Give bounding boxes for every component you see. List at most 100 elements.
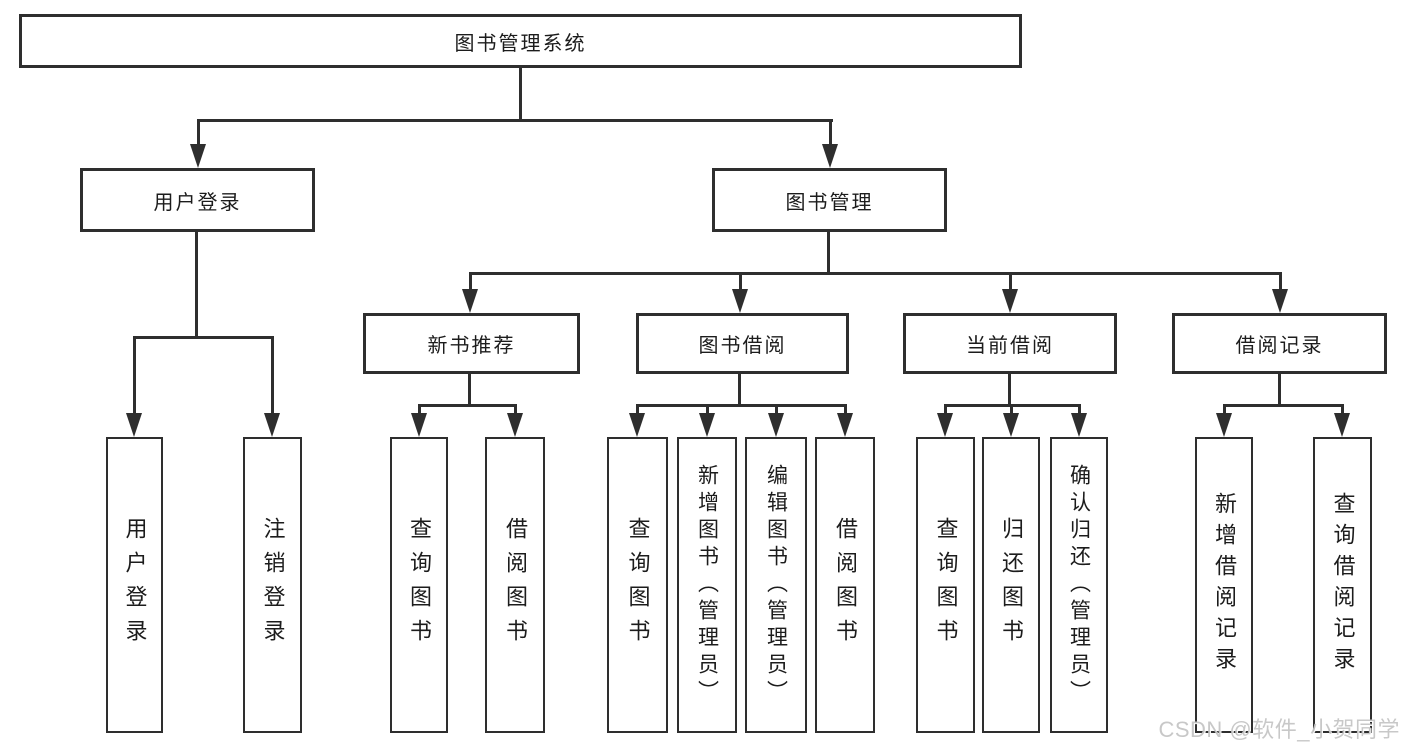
- arrow-head: [126, 413, 142, 437]
- connector-line: [194, 232, 198, 338]
- connector-arrow: [1002, 274, 1018, 313]
- connector-arrow: [937, 406, 953, 437]
- leaf-query-borrow-record: 查询借阅记录: [1313, 437, 1372, 733]
- connector-arrow: [1334, 406, 1350, 437]
- connector-arrow: [126, 338, 142, 437]
- leaf-newbook-borrow-label: 借阅图书: [503, 517, 528, 653]
- connector-arrow: [1272, 274, 1288, 313]
- arrow-head: [1216, 413, 1232, 437]
- arrow-head: [264, 413, 280, 437]
- node-borrow-record: 借阅记录: [1172, 313, 1387, 374]
- leaf-current-query: 查询图书: [916, 437, 975, 733]
- arrow-shaft: [468, 274, 472, 291]
- leaf-user-login-label: 用户登录: [122, 517, 148, 653]
- node-root-label: 图书管理系统: [454, 32, 587, 55]
- arrow-head: [462, 289, 478, 313]
- arrow-head: [937, 413, 953, 437]
- connector-arrow: [1003, 406, 1019, 437]
- node-current-borrow: 当前借阅: [903, 313, 1117, 374]
- node-new-book-recommend-label: 新书推荐: [427, 335, 516, 357]
- arrow-head: [1002, 289, 1018, 313]
- connector-line: [1277, 374, 1281, 406]
- connector-arrow: [1216, 406, 1232, 437]
- arrow-shaft: [196, 120, 200, 146]
- leaf-return-book: 归还图书: [982, 437, 1040, 733]
- arrow-head: [1272, 289, 1288, 313]
- leaf-confirm-return-admin: 确认归还（管理员）: [1050, 437, 1108, 733]
- leaf-return-book-label: 归还图书: [999, 517, 1024, 653]
- arrow-shaft: [1222, 406, 1226, 415]
- arrow-shaft: [943, 406, 947, 415]
- connector-line: [1223, 404, 1344, 407]
- connector-arrow: [190, 120, 206, 168]
- arrow-head: [822, 144, 838, 168]
- connector-arrow: [822, 120, 838, 168]
- leaf-confirm-return-admin-label: 确认归还（管理员）: [1067, 463, 1091, 707]
- node-user-login-label: 用户登录: [153, 191, 242, 214]
- leaf-query-borrow-record-label: 查询借阅记录: [1330, 492, 1356, 678]
- leaf-add-borrow-record-label: 新增借阅记录: [1212, 492, 1237, 678]
- arrow-shaft: [1340, 406, 1344, 415]
- connector-line: [467, 374, 471, 406]
- arrow-shaft: [1009, 406, 1013, 415]
- arrow-head: [507, 413, 523, 437]
- connector-line: [826, 232, 830, 274]
- leaf-borrow-book-label: 借阅图书: [833, 517, 858, 653]
- leaf-add-book-admin: 新增图书（管理员）: [677, 437, 737, 733]
- node-book-management: 图书管理: [712, 168, 947, 232]
- arrow-head: [1071, 413, 1087, 437]
- connector-arrow: [462, 274, 478, 313]
- connector-line: [469, 272, 1282, 275]
- arrow-head: [411, 413, 427, 437]
- connector-arrow: [411, 406, 427, 437]
- leaf-newbook-query: 查询图书: [390, 437, 448, 733]
- arrow-shaft: [132, 338, 136, 415]
- leaf-borrow-book: 借阅图书: [815, 437, 875, 733]
- leaf-add-borrow-record: 新增借阅记录: [1195, 437, 1253, 733]
- connector-line: [1007, 374, 1011, 406]
- node-current-borrow-label: 当前借阅: [966, 335, 1054, 357]
- connector-arrow: [629, 406, 645, 437]
- arrow-shaft: [417, 406, 421, 415]
- arrow-head: [629, 413, 645, 437]
- arrow-shaft: [828, 120, 832, 146]
- leaf-edit-book-admin-label: 编辑图书（管理员）: [764, 463, 788, 707]
- arrow-shaft: [774, 406, 778, 415]
- arrow-head: [732, 289, 748, 313]
- connector-line: [518, 68, 522, 120]
- node-root: 图书管理系统: [19, 14, 1022, 68]
- connector-arrow: [699, 406, 715, 437]
- arrow-shaft: [705, 406, 709, 415]
- arrow-shaft: [738, 274, 742, 291]
- leaf-logout-label: 注销登录: [260, 517, 286, 653]
- connector-line: [636, 404, 847, 407]
- node-book-borrow-label: 图书借阅: [698, 335, 787, 357]
- leaf-current-query-label: 查询图书: [933, 517, 959, 653]
- connector-line: [737, 374, 741, 406]
- arrow-shaft: [635, 406, 639, 415]
- connector-line: [944, 404, 1081, 407]
- leaf-logout: 注销登录: [243, 437, 302, 733]
- arrow-head: [837, 413, 853, 437]
- arrow-shaft: [1278, 274, 1282, 291]
- node-user-login: 用户登录: [80, 168, 315, 232]
- arrow-shaft: [1077, 406, 1081, 415]
- connector-arrow: [1071, 406, 1087, 437]
- connector-arrow: [768, 406, 784, 437]
- arrow-shaft: [513, 406, 517, 415]
- arrow-shaft: [1008, 274, 1012, 291]
- node-new-book-recommend: 新书推荐: [363, 313, 580, 374]
- connector-line: [197, 119, 833, 122]
- arrow-shaft: [270, 338, 274, 415]
- leaf-borrow-query-label: 查询图书: [625, 517, 651, 653]
- arrow-head: [1334, 413, 1350, 437]
- leaf-newbook-query-label: 查询图书: [407, 517, 432, 653]
- csdn-watermark: CSDN @软件_小贺同学: [1158, 717, 1400, 742]
- connector-arrow: [264, 338, 280, 437]
- node-book-management-label: 图书管理: [785, 191, 874, 214]
- arrow-shaft: [843, 406, 847, 415]
- node-book-borrow: 图书借阅: [636, 313, 849, 374]
- arrow-head: [699, 413, 715, 437]
- leaf-user-login: 用户登录: [106, 437, 163, 733]
